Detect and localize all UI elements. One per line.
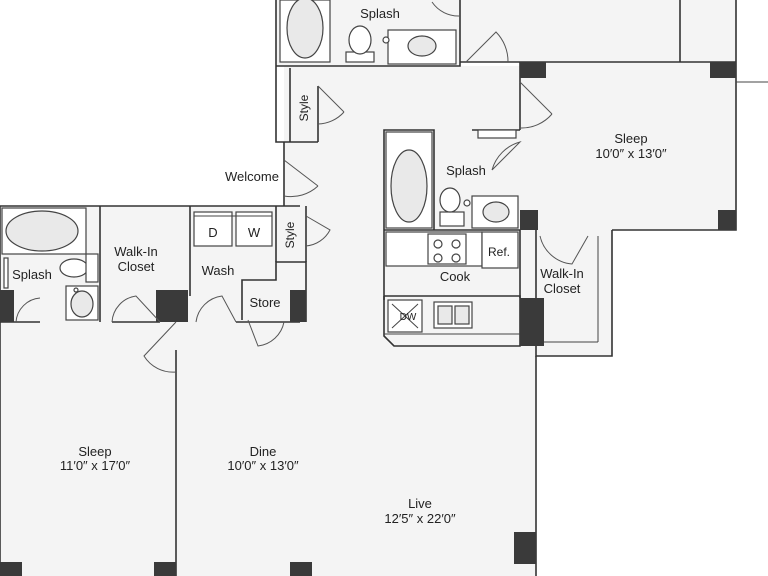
refrigerator [481, 231, 519, 269]
door-swings [15, 1, 589, 373]
label-splash-top: Splash [360, 6, 400, 21]
label-walkin-left-1: Walk-In [114, 244, 158, 259]
label-dine: Dine [250, 444, 277, 459]
toilet-mid [439, 187, 461, 213]
toilet-top [348, 25, 372, 55]
label-welcome: Welcome [225, 169, 279, 184]
vanity-mid [471, 195, 519, 229]
label-splash-left: Splash [12, 267, 52, 282]
dryer [193, 211, 233, 247]
label-sleep-left: Sleep [78, 444, 111, 459]
label-style-upper: Style [297, 94, 311, 121]
sleep-right-floor [520, 62, 736, 230]
label-style-lower: Style [283, 221, 297, 248]
label-store: Store [249, 295, 280, 310]
columns [0, 62, 736, 576]
label-cook: Cook [440, 269, 471, 284]
label-ref: Ref. [488, 245, 510, 259]
fixtures [1, 0, 519, 333]
label-live: Live [408, 496, 432, 511]
sleep-left-floor [0, 322, 176, 576]
washer [235, 211, 273, 247]
label-dryer: D [208, 225, 217, 240]
dims-sleep-left: 11′0″ x 17′0″ [60, 458, 131, 473]
toilet-left [59, 258, 89, 278]
label-walkin-right-1: Walk-In [540, 266, 584, 281]
dims-sleep-right: 10′0″ x 13′0″ [595, 146, 667, 161]
dims-dine: 10′0″ x 13′0″ [227, 458, 299, 473]
dims-live: 12′5″ x 22′0″ [384, 511, 456, 526]
floor-areas [0, 0, 736, 576]
top-right-floor [460, 0, 736, 62]
room-labels: Splash Style Welcome Sleep 10′0″ x 13′0″… [12, 6, 667, 526]
label-washer: W [248, 225, 261, 240]
label-walkin-left-2: Closet [118, 259, 155, 274]
label-sleep-right: Sleep [614, 131, 647, 146]
dine-live-floor [176, 322, 536, 576]
label-dw: DW [400, 312, 417, 323]
label-wash: Wash [202, 263, 235, 278]
label-splash-mid: Splash [446, 163, 486, 178]
label-walkin-right-2: Closet [544, 281, 581, 296]
